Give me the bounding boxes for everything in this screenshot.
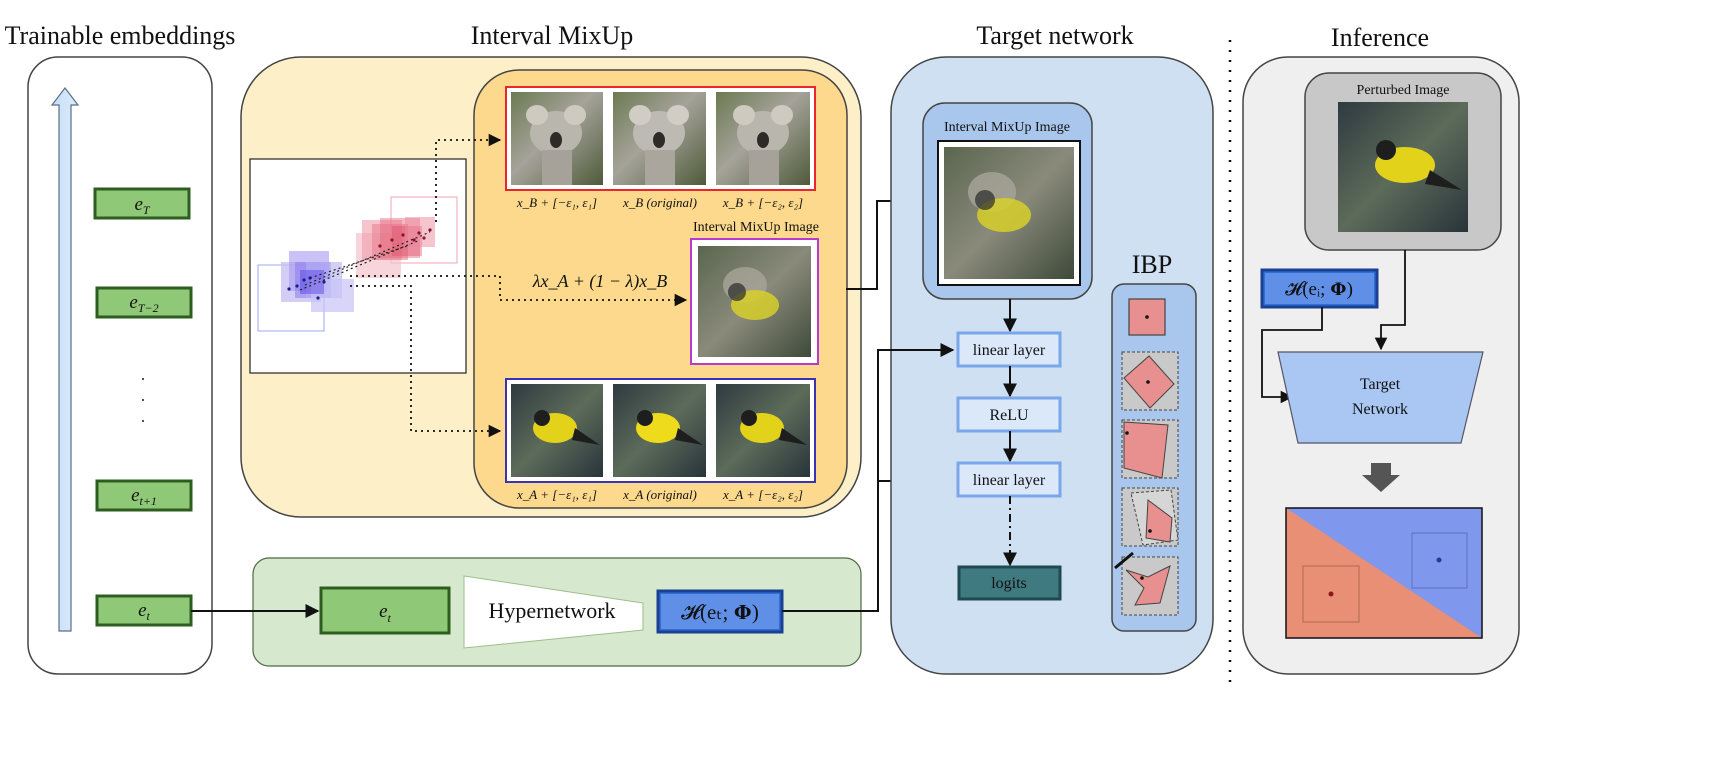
- svg-text:et+1: et+1: [131, 485, 157, 508]
- logits-box: logits: [957, 565, 1062, 601]
- caption-xA-original: x_A (original): [622, 487, 697, 502]
- svg-text:et: et: [379, 601, 391, 625]
- hyper-input-embedding: et: [319, 586, 451, 635]
- svg-text:𝓗(eᵢ; 𝚽): 𝓗(eᵢ; 𝚽): [1285, 279, 1353, 300]
- perturbed-image: [1338, 102, 1468, 232]
- mixup-image-label: Interval MixUp Image: [693, 220, 819, 235]
- caption-xB-interval1: x_B + [−ε₁, ε₁]: [516, 195, 597, 210]
- embedding-eT: eT: [93, 187, 191, 220]
- ibp-box-1: [1128, 298, 1166, 336]
- arrow-hyper-to-linear1: [877, 343, 955, 481]
- perturbed-image-label: Perturbed Image: [1357, 83, 1450, 98]
- ellipsis-dot: ·: [140, 369, 146, 389]
- inference-hyper-box: 𝓗(eᵢ; 𝚽): [1260, 268, 1379, 309]
- svg-text:et: et: [138, 600, 150, 623]
- embeddings-panel: [27, 56, 213, 675]
- arrow-image-to-target: [1374, 250, 1406, 351]
- target-mixup-image: [937, 140, 1081, 286]
- hyper-output-box: 𝓗(eₜ; 𝚽): [656, 589, 784, 634]
- svg-text:eT: eT: [134, 194, 150, 217]
- xB-image-strip: [505, 86, 816, 191]
- ellipsis-dot: ·: [140, 390, 146, 410]
- svg-text:Network: Network: [1352, 401, 1408, 418]
- koala-image: [613, 92, 706, 185]
- bird-image: [511, 384, 603, 477]
- target-mixup-image-label: Interval MixUp Image: [944, 120, 1070, 135]
- caption-xA-interval2: x_A + [−ε₂, ε₂]: [722, 487, 803, 502]
- caption-xB-interval2: x_B + [−ε₂, ε₂]: [722, 195, 803, 210]
- interval-scatter-plot: [249, 158, 467, 374]
- arrow-hyper-to-target: [1261, 307, 1323, 404]
- ellipsis-dot: ·: [140, 411, 146, 431]
- svg-text:eT−2: eT−2: [129, 292, 158, 315]
- ibp-box-5: [1114, 551, 1179, 616]
- ibp-title: IBP: [1132, 250, 1172, 279]
- svg-text:linear layer: linear layer: [973, 472, 1046, 489]
- xA-image-strip: [505, 378, 816, 483]
- embedding-eT-2: eT−2: [95, 286, 193, 319]
- title-inference: Inference: [1331, 23, 1429, 52]
- dotted-arrow-to-xA: [350, 285, 502, 438]
- caption-xB-original: x_B (original): [622, 195, 697, 210]
- bird-image: [613, 384, 706, 477]
- dotted-arrow-to-mixup: [350, 275, 688, 307]
- mixup-image: [690, 238, 819, 365]
- linear-layer-2: linear layer: [956, 461, 1062, 498]
- bird-image: [716, 384, 810, 477]
- ibp-box-4: [1121, 487, 1179, 547]
- relu-layer: ReLU: [956, 396, 1062, 433]
- time-up-arrow: [50, 87, 80, 632]
- decision-boundary-plot: [1285, 507, 1483, 639]
- embedding-et: et: [95, 594, 193, 627]
- caption-xA-interval1: x_A + [−ε₁, ε₁]: [516, 487, 597, 502]
- ibp-box-3: [1121, 419, 1179, 479]
- koala-image: [511, 92, 603, 185]
- hypernetwork-trapezoid: Hypernetwork: [463, 575, 644, 649]
- svg-text:Target: Target: [1360, 376, 1401, 393]
- title-target-network: Target network: [976, 21, 1133, 50]
- koala-image: [716, 92, 810, 185]
- svg-text:linear layer: linear layer: [973, 342, 1046, 359]
- svg-text:ReLU: ReLU: [989, 407, 1029, 424]
- title-trainable-embeddings: Trainable embeddings: [5, 21, 236, 50]
- down-arrow-icon: [1362, 463, 1400, 492]
- svg-text:Hypernetwork: Hypernetwork: [488, 598, 615, 623]
- ibp-box-2: [1121, 351, 1179, 411]
- svg-text:logits: logits: [991, 575, 1027, 592]
- embedding-et+1: et+1: [95, 479, 193, 512]
- mixup-formula: λx_A + (1 − λ)x_B: [532, 271, 668, 292]
- linear-layer-1: linear layer: [956, 331, 1062, 368]
- inference-target-network: Target Network: [1277, 351, 1484, 444]
- svg-text:𝓗(eₜ; 𝚽): 𝓗(eₜ; 𝚽): [681, 600, 759, 624]
- title-interval-mixup: Interval MixUp: [471, 21, 633, 50]
